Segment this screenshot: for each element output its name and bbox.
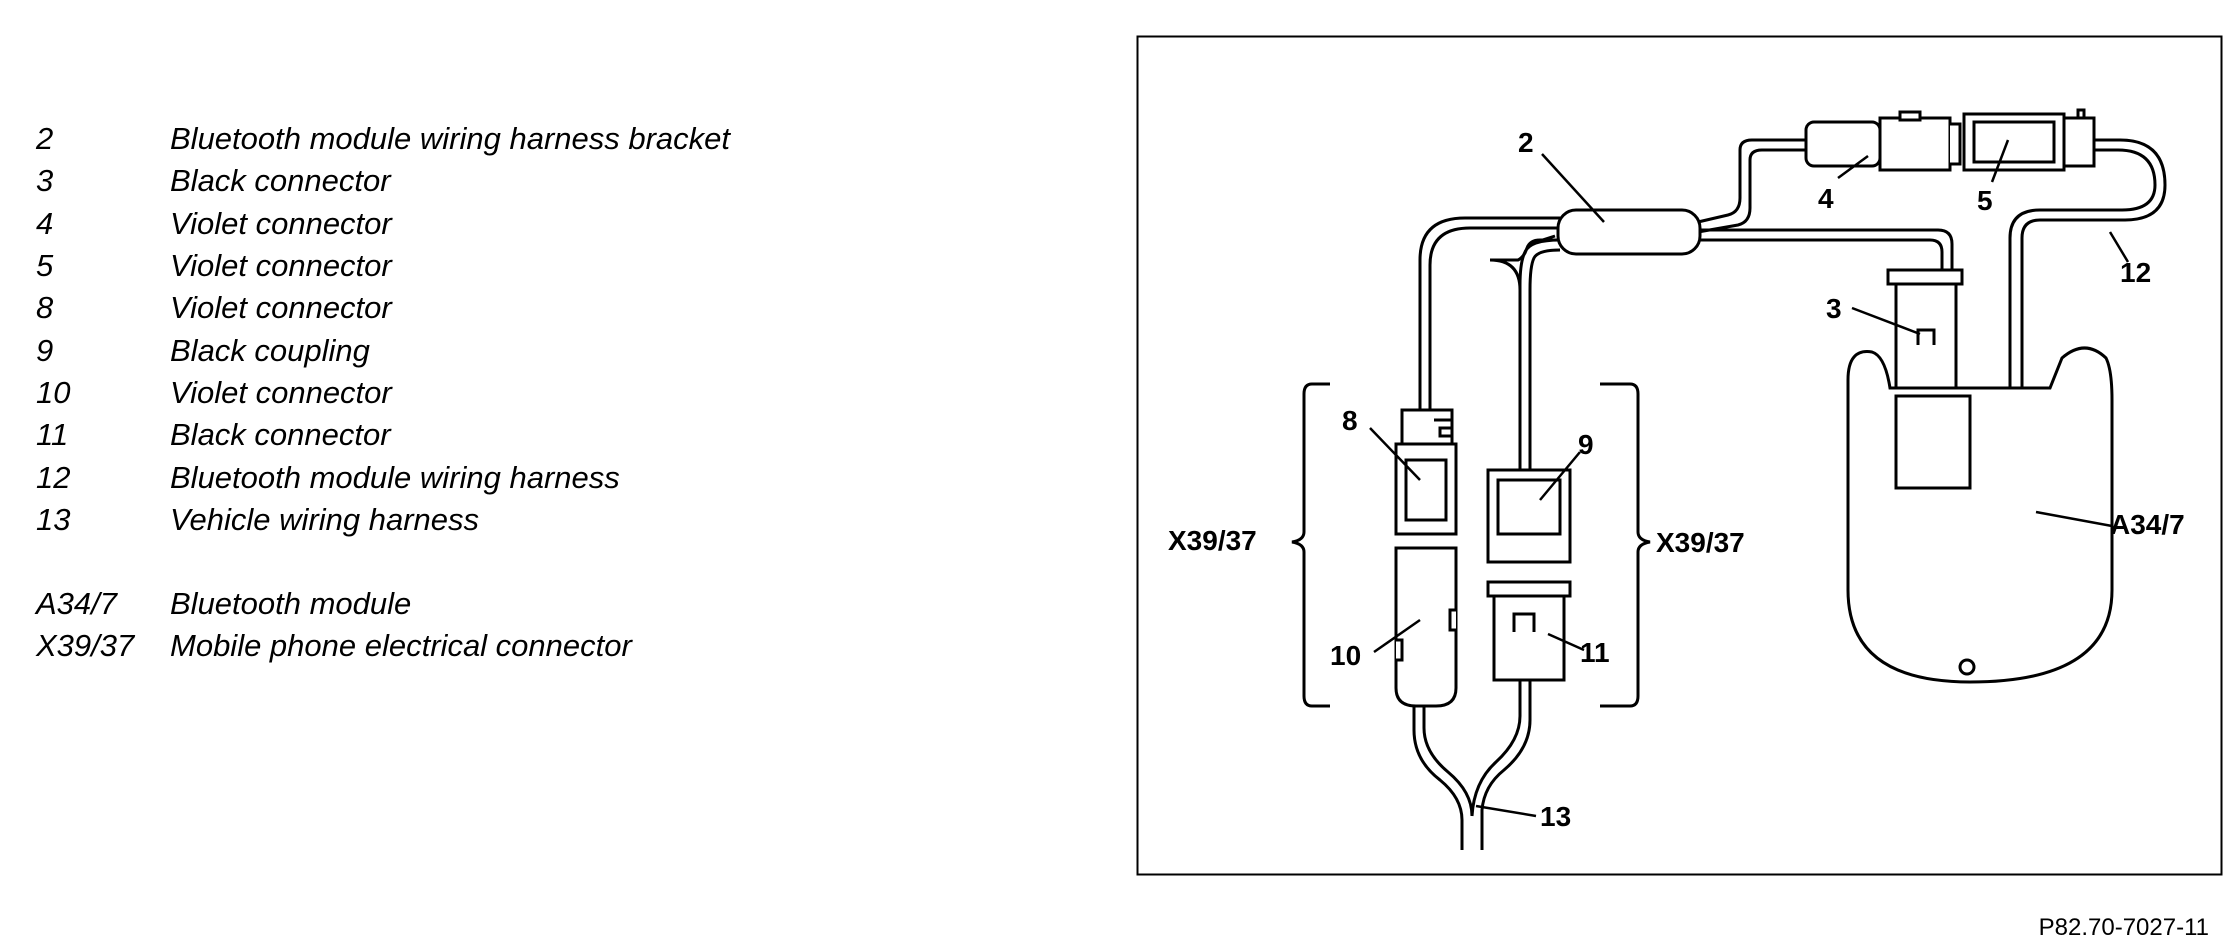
callout-x39-37-left: X39/37 <box>1168 525 1257 556</box>
legend-row: A34/7 Bluetooth module <box>36 583 730 625</box>
callout-12: 12 <box>2120 257 2151 288</box>
legend-row: 12 Bluetooth module wiring harness <box>36 456 730 498</box>
legend-desc: Violet connector <box>170 248 392 284</box>
callout-13: 13 <box>1540 801 1571 832</box>
legend-desc: Black connector <box>170 163 391 199</box>
legend-desc: Mobile phone electrical connector <box>170 628 632 664</box>
connector-11 <box>1486 580 1572 682</box>
brace-right <box>1600 382 1651 708</box>
legend-desc: Violet connector <box>170 205 392 241</box>
vehicle-harness-13 <box>1412 680 1532 850</box>
callout-2: 2 <box>1518 127 1534 158</box>
legend-desc: Bluetooth module <box>170 586 412 622</box>
brace-left <box>1291 382 1330 708</box>
legend-row: 4 Violet connector <box>36 203 730 245</box>
legend-code: 5 <box>36 248 54 284</box>
connector-8 <box>1394 408 1458 536</box>
callout-8: 8 <box>1342 405 1358 436</box>
legend-row: 5 Violet connector <box>36 245 730 287</box>
legend-row: X39/37 Mobile phone electrical connector <box>36 625 730 667</box>
callout-x39-37-right: X39/37 <box>1656 527 1745 558</box>
legend-code: 8 <box>36 290 54 326</box>
legend-code: 2 <box>36 121 54 157</box>
connector-5 <box>1962 108 2096 172</box>
harness-main <box>1418 216 1954 470</box>
legend-desc: Violet connector <box>170 290 392 326</box>
legend-desc: Vehicle wiring harness <box>170 501 480 537</box>
harness-bracket-2 <box>1556 208 1702 256</box>
legend-code: 13 <box>36 501 71 537</box>
callout-a34-7: A34/7 <box>2110 509 2185 540</box>
callout-3: 3 <box>1826 293 1842 324</box>
legend-code: X39/37 <box>36 628 135 664</box>
legend-code: A34/7 <box>36 586 118 622</box>
legend-code: 4 <box>36 205 54 241</box>
legend-row: 13 Vehicle wiring harness <box>36 499 730 541</box>
legend-desc: Violet connector <box>170 374 392 410</box>
callout-11: 11 <box>1580 637 1610 668</box>
legend-row: 2 Bluetooth module wiring harness bracket <box>36 118 730 160</box>
legend-code: 3 <box>36 163 54 199</box>
callout-5: 5 <box>1977 185 1993 216</box>
legend-code: 9 <box>36 332 54 368</box>
legend-row: 8 Violet connector <box>36 287 730 329</box>
legend-desc: Black coupling <box>170 332 370 368</box>
legend-code: 10 <box>36 374 71 410</box>
coupling-9 <box>1486 468 1572 564</box>
callout-4: 4 <box>1818 183 1834 214</box>
legend-code: 12 <box>36 459 71 495</box>
diagram-frame <box>1136 35 2223 876</box>
legend-code: 11 <box>36 417 69 453</box>
bluetooth-module <box>1846 346 2114 684</box>
callout-10: 10 <box>1330 640 1361 671</box>
legend-row: 11 Black connector <box>36 414 730 456</box>
figure-id: P82.70-7027-11 <box>2038 914 2209 941</box>
legend-desc: Bluetooth module wiring harness bracket <box>170 121 731 157</box>
callout-9: 9 <box>1578 429 1594 460</box>
legend-row: 9 Black coupling <box>36 329 730 371</box>
connector-3 <box>1886 268 1964 390</box>
connector-4 <box>1804 110 1962 172</box>
legend-row: 10 Violet connector <box>36 372 730 414</box>
legend-desc: Bluetooth module wiring harness <box>170 459 620 495</box>
legend-desc: Black connector <box>170 417 391 453</box>
connector-10 <box>1394 546 1458 708</box>
legend-row: 3 Black connector <box>36 160 730 202</box>
legend: 2 Bluetooth module wiring harness bracket… <box>36 118 730 668</box>
leader-lines <box>1369 139 2130 818</box>
